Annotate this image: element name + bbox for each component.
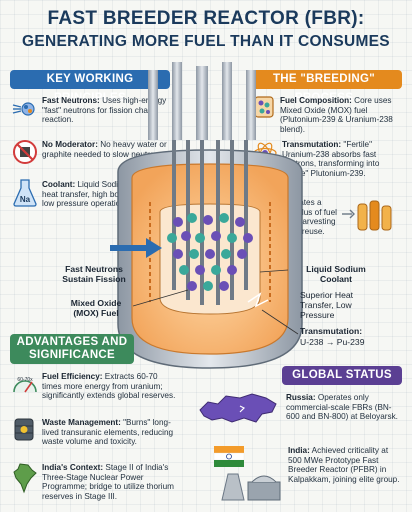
reactor-vessel-diagram [110, 62, 303, 369]
global-item-russia: Russia: Operates only commercial-scale F… [286, 393, 398, 422]
label-heat-transfer: Superior Heat Transfer, Low Pressure [300, 290, 354, 320]
label-liquid-sodium: Liquid Sodium Coolant [306, 264, 366, 284]
svg-text:Na: Na [20, 195, 31, 204]
fuel-surplus-icon [342, 200, 392, 231]
advantage-item-india-context: India's Context: Stage II of India's Thr… [42, 463, 174, 501]
waste-barrel-icon [14, 418, 34, 441]
page-subtitle: GENERATING MORE FUEL THAN IT CONSUMES [22, 33, 390, 50]
breeding-item-fuel-composition: Fuel Composition: Core uses Mixed Oxide … [280, 96, 393, 134]
breeding-header: THE "BREEDING" PROCESS [246, 70, 402, 104]
svg-text:60-70x: 60-70x [17, 377, 33, 383]
global-header: GLOBAL STATUS [282, 366, 402, 385]
india-map-icon [13, 463, 37, 494]
advantage-item-waste-management: Waste Management: "Burns" long-lived tra… [42, 418, 174, 447]
breeding-item-surplus: Creates a surplus of fuel for harvesting… [286, 198, 337, 236]
efficiency-gauge-icon: 60-70x [13, 377, 37, 393]
principles-header: KEY WORKING PRINCIPLES [10, 70, 170, 104]
label-transmutation-text: U-238 → Pu-239 [300, 337, 365, 347]
atom-neutron-icon [12, 102, 35, 116]
russia-map-icon [199, 393, 277, 423]
advantages-header: ADVANTAGES AND SIGNIFICANCE [10, 334, 134, 364]
principle-item-no-moderator: No Moderator: No heavy water or graphite… [42, 140, 167, 159]
sodium-flask-icon: Na [13, 179, 37, 207]
no-moderator-icon [13, 140, 37, 164]
advantage-item-fuel-efficiency: Fuel Efficiency: Extracts 60-70 times mo… [42, 372, 176, 401]
label-mox-fuel: Mixed Oxide (MOX) Fuel [70, 298, 122, 318]
india-flag-plant-icon [213, 446, 281, 501]
label-transmutation-title: Transmutation: [300, 326, 363, 336]
breeding-item-transmutation: Transmutation: "Fertile" Uranium-238 abs… [282, 140, 380, 178]
global-item-india: India: Achieved criticality at 500 MWe P… [288, 446, 400, 484]
principle-item-fast-neutrons: Fast Neutrons: Uses high-energy "fast" n… [42, 96, 167, 125]
label-fast-neutrons: Fast Neutrons Sustain Fission [62, 264, 126, 284]
page-title: FAST BREEDER REACTOR (FBR): [47, 8, 365, 29]
